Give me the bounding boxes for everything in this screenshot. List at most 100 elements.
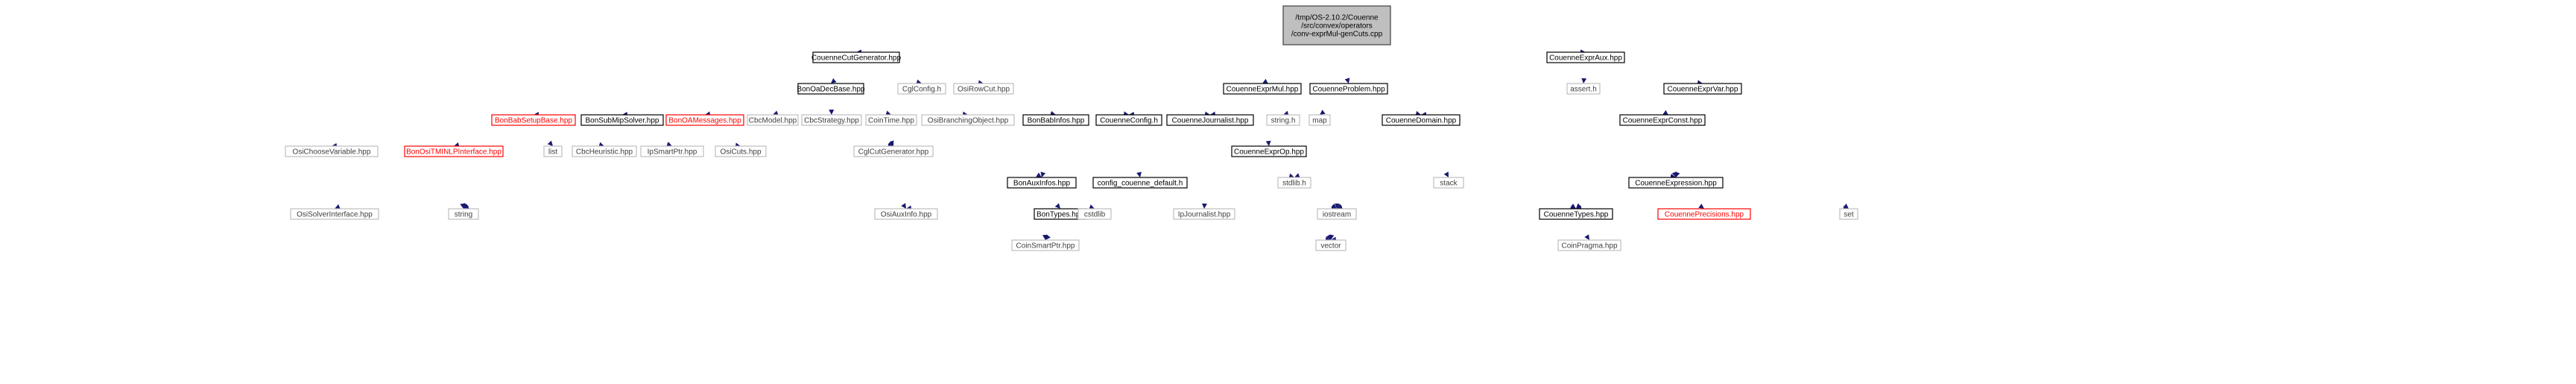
node-label: CoinTime.hpp [868,117,914,125]
edge-bonosi-to-osisolver [335,204,341,210]
node-label: CglCutGenerator.hpp [858,148,929,157]
node-cglcutgen[interactable]: CglCutGenerator.hpp [853,145,934,157]
node-osisolver[interactable]: OsiSolverInterface.hpp [290,208,379,220]
edge-expression-to-iostream [1337,206,1343,212]
edge-problem-to-expression [1670,173,1676,179]
node-coinsmart[interactable]: CoinSmartPtr.hpp [1011,239,1080,251]
node-bonoadec[interactable]: BonOaDecBase.hpp [797,83,865,95]
node-box [1317,208,1357,220]
edge-exprvar-to-set [1843,203,1849,209]
node-cointime[interactable]: CoinTime.hpp [865,114,917,126]
node-couenneconfig[interactable]: CouenneConfig.h [1095,114,1162,126]
node-label: CouennePrecisions.hpp [1665,211,1744,219]
node-cbcmodel[interactable]: CbcModel.hpp [747,114,799,126]
node-label: IpJournalist.hpp [1178,211,1231,219]
node-iostream[interactable]: iostream [1317,208,1357,220]
node-bonbabinfos[interactable]: BonBabInfos.hpp [1022,114,1089,126]
node-label: /src/convex/operators [1301,22,1373,31]
node-label: map [1312,117,1327,125]
node-cutgen[interactable]: CouenneCutGenerator.hpp [811,51,902,63]
node-cstdlib[interactable]: cstdlib [1077,208,1112,220]
node-map[interactable]: map [1308,114,1331,126]
node-bonbabsetup[interactable]: BonBabSetupBase.hpp [491,114,576,126]
node-label: OsiChooseVariable.hpp [293,148,371,157]
node-box [1095,114,1162,126]
node-assert[interactable]: assert.h [1566,83,1601,95]
node-configdefault[interactable]: config_couenne_default.h [1092,177,1188,189]
edge-bonoadec-to-bonoamsg [705,111,711,117]
node-bonoamsg[interactable]: BonOAMessages.hpp [665,114,744,126]
node-osirowcut[interactable]: OsiRowCut.hpp [953,83,1014,95]
node-label: BonBabInfos.hpp [1028,117,1085,125]
node-exprop[interactable]: CouenneExprOp.hpp [1231,145,1307,157]
node-cbcstrategy[interactable]: CbcStrategy.hpp [801,114,862,126]
node-string[interactable]: string [448,208,479,220]
node-label: CoinPragma.hpp [1561,242,1617,251]
edge-cutgen-to-osisolver [335,204,341,210]
node-expraux[interactable]: CouenneExprAux.hpp [1546,51,1625,63]
node-box [1011,239,1080,251]
edge-bonbabsetup-to-list [547,140,553,146]
edge-bonoadec-to-cointime [885,110,891,116]
edge-bonsubmip-to-ipsmart [666,142,672,147]
edge-bonosi-to-iostream [1331,206,1337,212]
edge-problem-to-stringh [1283,110,1289,116]
node-ipsmart[interactable]: IpSmartPtr.hpp [640,145,704,157]
node-cglconfig[interactable]: CglConfig.h [897,83,946,95]
edge-bonbabsetup-to-osichoose [332,142,338,148]
node-set[interactable]: set [1839,208,1858,220]
node-exprconst[interactable]: CouenneExprConst.hpp [1619,114,1706,126]
edge-domain-to-stack [1443,171,1449,177]
edge-problem-to-types [1570,204,1576,209]
node-list[interactable]: list [543,145,563,157]
node-precisions[interactable]: CouennePrecisions.hpp [1657,208,1751,220]
node-bonauxinfos[interactable]: BonAuxInfos.hpp [1007,177,1077,189]
node-label: BonOAMessages.hpp [668,117,741,125]
node-root[interactable]: /tmp/OS-2.10.2/Couenne/src/convex/operat… [1282,5,1391,45]
node-label: CouenneCutGenerator.hpp [811,54,902,63]
node-label: CbcModel.hpp [749,117,797,125]
node-types[interactable]: CouenneTypes.hpp [1539,208,1613,220]
node-coinpragma[interactable]: CoinPragma.hpp [1557,239,1621,251]
node-box [1546,51,1625,63]
node-osicuts[interactable]: OsiCuts.hpp [715,145,767,157]
node-label: BonOaDecBase.hpp [797,86,865,94]
node-ipjournalist[interactable]: IpJournalist.hpp [1173,208,1235,220]
node-label: stdlib.h [1282,180,1306,188]
edge-root-to-cutgen [856,49,862,55]
node-vector[interactable]: vector [1315,239,1346,251]
edge-root-to-problem [1344,78,1350,84]
node-problem[interactable]: CouenneProblem.hpp [1309,83,1388,95]
edge-bonauxinfos-to-osiauxinfo [906,205,912,211]
node-box [1839,208,1858,220]
edge-exprvar-to-iostream [1337,204,1343,210]
node-osichoose[interactable]: OsiChooseVariable.hpp [285,145,379,157]
graph-nodes: /tmp/OS-2.10.2/Couenne/src/convex/operat… [285,5,1858,251]
edge-bonauxinfos-to-bontypes [1054,203,1060,209]
node-expression[interactable]: CouenneExpression.hpp [1628,177,1724,189]
node-exprmul[interactable]: CouenneExprMul.hpp [1223,83,1302,95]
node-journalist[interactable]: CouenneJournalist.hpp [1166,114,1254,126]
edge-problem-to-domain [1415,110,1421,116]
node-bonosi[interactable]: BonOsiTMINLPInterface.hpp [404,145,504,157]
node-osiauxinfo[interactable]: OsiAuxInfo.hpp [874,208,938,220]
node-bonsubmip[interactable]: BonSubMipSolver.hpp [580,114,664,126]
node-label: stack [1440,180,1458,188]
node-box [1657,208,1751,220]
edge-exprvar-to-types [1576,203,1582,209]
node-box [853,145,934,157]
node-cbcheur[interactable]: CbcHeuristic.hpp [572,145,637,157]
node-box [1277,177,1311,189]
node-domain[interactable]: CouenneDomain.hpp [1382,114,1461,126]
node-osibranching[interactable]: OsiBranchingObject.hpp [921,114,1015,126]
node-box [921,114,1015,126]
node-stringh[interactable]: string.h [1266,114,1300,126]
node-stdlib[interactable]: stdlib.h [1277,177,1311,189]
edge-cutgen-to-cglcutgen [888,140,894,146]
node-box [1382,114,1461,126]
node-box [404,145,504,157]
node-stack[interactable]: stack [1433,177,1464,189]
node-label: CouenneExpression.hpp [1635,180,1717,188]
node-exprvar[interactable]: CouenneExprVar.hpp [1663,83,1742,95]
node-label: CglConfig.h [902,86,941,94]
